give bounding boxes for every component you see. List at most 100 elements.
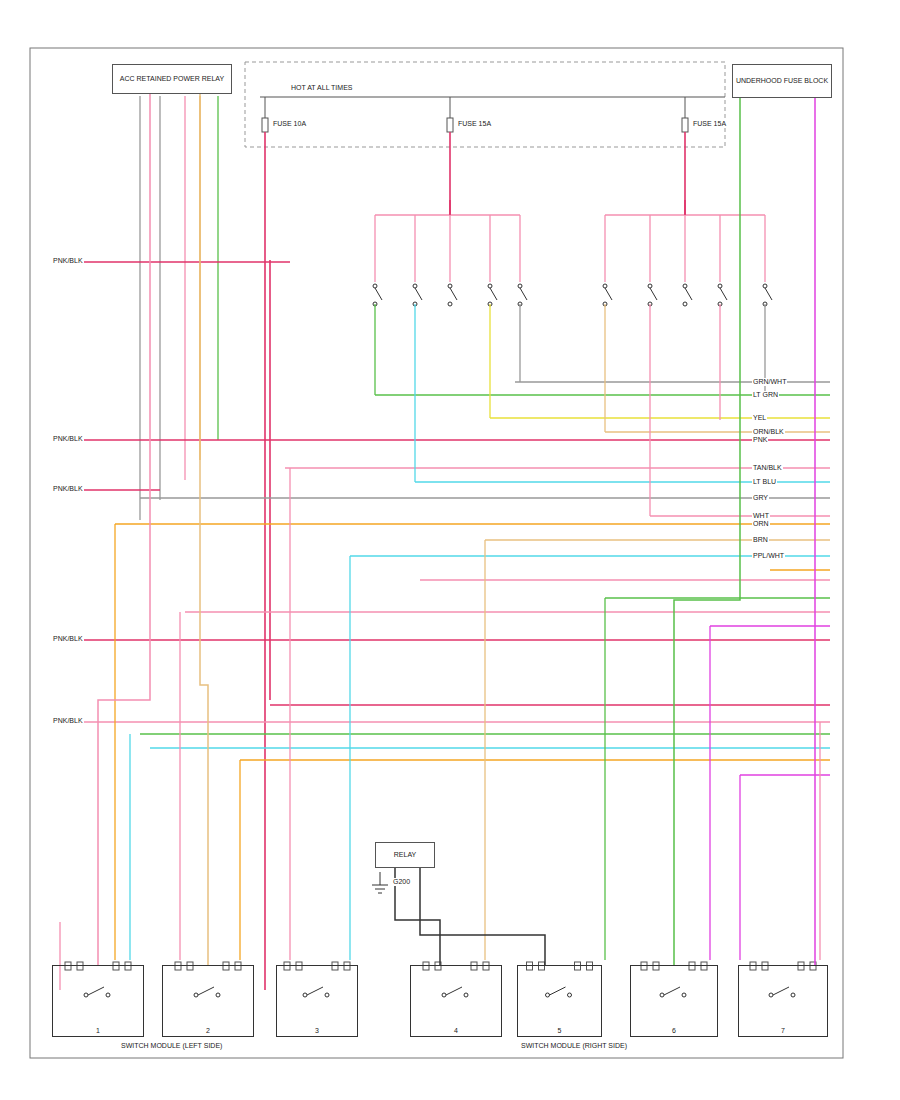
module-switch: [307, 987, 323, 995]
module-contact: [106, 993, 110, 997]
switch-lead: [764, 215, 765, 282]
harness-wire: [270, 704, 830, 705]
node-text: ACC RETAINED POWER RELAY: [118, 74, 226, 84]
switch-module: 2: [162, 965, 254, 1037]
switch-contact: [683, 302, 687, 306]
harness-wire: [285, 467, 830, 468]
switch-contact: [718, 284, 722, 288]
node-text: UNDERHOOD FUSE BLOCK: [734, 76, 830, 86]
drop-wire: [719, 304, 720, 420]
terminal-pin: [750, 962, 756, 970]
terminal-pin: [641, 962, 647, 970]
bank-feed: [684, 200, 686, 215]
wire-color-label: YEL: [752, 414, 767, 422]
switch-lead: [374, 215, 375, 282]
drop-wire: [114, 524, 115, 960]
wire-color-label: PNK/BLK: [52, 257, 84, 265]
module-switch: [88, 987, 104, 995]
switch-lead: [449, 215, 450, 282]
harness-wire: [710, 625, 830, 626]
harness-wire: [770, 569, 830, 570]
component-label: FUSE 10A: [272, 120, 307, 128]
drop-wire: [739, 775, 740, 960]
terminal-pin: [587, 962, 593, 970]
module-switch: [198, 987, 214, 995]
wire-color-label: PNK/BLK: [52, 435, 84, 443]
bank-bus: [375, 214, 520, 215]
drop-wire: [649, 304, 650, 516]
wire-connector: [420, 868, 545, 965]
switch-lead: [604, 215, 605, 282]
switch-contact: [763, 284, 767, 288]
fuse-block-label: UNDERHOOD FUSE BLOCK: [732, 64, 832, 98]
drop-wire: [489, 304, 490, 418]
switch-blade: [490, 288, 497, 300]
switch-lead: [649, 215, 650, 282]
switch-module: 3: [276, 965, 358, 1037]
terminal-pin: [77, 962, 83, 970]
page-frame: [30, 48, 843, 1058]
node-text: 6: [670, 1026, 678, 1036]
fuse-output-wire: [684, 132, 686, 215]
switch-contact: [413, 284, 417, 288]
component-label: FUSE 15A: [692, 120, 727, 128]
switch-module: 1: [52, 965, 144, 1037]
module-contact: [303, 993, 307, 997]
bus-bar: [260, 96, 725, 97]
connector-wire: [139, 96, 140, 520]
wire-color-label: TAN/BLK: [752, 464, 783, 472]
drop-wire: [819, 722, 820, 960]
wire-color-label: BRN: [752, 536, 769, 544]
ground-symbol: [375, 889, 385, 890]
terminal-pin: [113, 962, 119, 970]
switch-contact: [488, 284, 492, 288]
switch-lead: [719, 215, 720, 282]
module-contact: [568, 993, 572, 997]
harness-wire: [185, 611, 830, 612]
drop-wire: [239, 760, 240, 960]
fuse-output-wire: [264, 132, 266, 215]
wire-color-label: GRY: [752, 494, 769, 502]
module-contact: [216, 993, 220, 997]
switch-lead: [519, 215, 520, 282]
wire-color-label: PNK/BLK: [52, 635, 84, 643]
drop-wire: [59, 922, 60, 990]
fuse-block-outline: [245, 62, 725, 147]
drop-wire: [349, 556, 350, 960]
module-switch: [773, 987, 789, 995]
fuse-lead: [450, 97, 451, 118]
module-contact: [442, 993, 446, 997]
terminal-pin: [223, 962, 229, 970]
harness-wire: [115, 523, 830, 524]
terminal-pin: [539, 962, 545, 970]
wire-connector: [814, 98, 816, 965]
switch-module: 7: [738, 965, 828, 1037]
ground-lead: [380, 872, 381, 885]
wire-color-label: ORN: [752, 520, 770, 528]
switch-contact: [373, 284, 377, 288]
group-label: SWITCH MODULE (LEFT SIDE): [120, 1042, 223, 1050]
switch-blade: [650, 288, 657, 300]
fuse-lead: [685, 97, 686, 118]
harness-wire: [740, 774, 830, 775]
ground-symbol: [372, 885, 388, 886]
module-switch: [664, 987, 680, 995]
wire-color-label: ORN/BLK: [752, 428, 785, 436]
harness-wire: [605, 597, 830, 598]
module-contact: [791, 993, 795, 997]
drop-wire: [519, 304, 520, 382]
wire-color-label: PNK/BLK: [52, 485, 84, 493]
terminal-pin: [175, 962, 181, 970]
drop-wire: [179, 612, 180, 960]
switch-blade: [520, 288, 527, 300]
switch-contact: [448, 284, 452, 288]
relay-connector: ACC RETAINED POWER RELAY: [112, 64, 232, 94]
harness-wire: [420, 579, 830, 580]
drop-wire: [289, 468, 290, 960]
terminal-pin: [575, 962, 581, 970]
module-contact: [682, 993, 686, 997]
terminal-pin: [653, 962, 659, 970]
switch-contact: [648, 284, 652, 288]
terminal-pin: [187, 962, 193, 970]
